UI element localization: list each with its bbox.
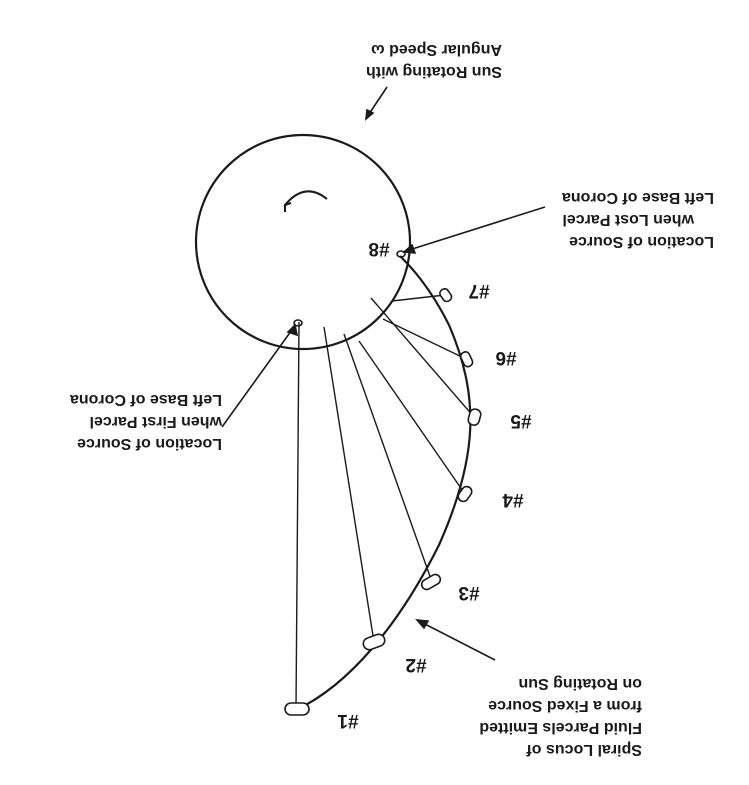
callout-lost-arrowhead [404, 245, 415, 253]
caption-source-lost: Location of Source when Lost Parcel Left… [562, 189, 714, 250]
diagram-rotated-group: #1 #2 #3 #4 #5 #6 #7 #8 Sun Rotating [70, 41, 714, 758]
parcel-1 [285, 703, 309, 715]
radial-lines [296, 295, 474, 708]
caption-source-lost-line-1: Location of Source [569, 233, 714, 250]
radial-line-5 [371, 298, 474, 417]
caption-spiral-locus-line-1: Spiral Locus of [526, 741, 642, 758]
radial-line-7 [392, 295, 445, 301]
parcel-4 [456, 485, 473, 504]
caption-spiral-locus: Spiral Locus of Fluid Parcels Emitted fr… [479, 675, 642, 758]
parcel-label-1: #1 [337, 710, 359, 731]
parcel-label-8: #8 [368, 238, 389, 259]
parcel-label-6: #6 [495, 347, 516, 368]
caption-source-first-line-3: Left Base of Corona [70, 391, 222, 408]
parcel-7 [438, 287, 453, 303]
parcel-label-5: #5 [510, 410, 532, 431]
radial-line-2 [324, 327, 374, 642]
parcel-2 [362, 633, 387, 652]
parcel-6 [459, 351, 473, 368]
callout-first-line [222, 327, 294, 427]
caption-sun-rotating-line-1: Sun Rotating with [366, 63, 502, 80]
parcel-label-3: #3 [458, 582, 479, 603]
radial-line-1 [296, 322, 299, 708]
caption-source-first: Location of Source when First Parcel Lef… [70, 391, 223, 452]
caption-sun-rotating-line-2: Angular Speed ω [371, 41, 502, 58]
caption-source-first-line-2: when First Parcel [90, 413, 224, 430]
radial-line-4 [359, 341, 465, 494]
caption-source-lost-line-2: when Lost Parcel [562, 211, 695, 228]
rotation-arrow-icon [285, 191, 327, 205]
parcels [285, 287, 482, 715]
callout-sun-arrowhead [366, 110, 373, 119]
caption-source-lost-line-3: Left Base of Corona [562, 189, 714, 206]
callout-spiral-arrowhead [417, 620, 428, 628]
parcel-label-2: #2 [405, 654, 426, 675]
parcel-labels: #1 #2 #3 #4 #5 #6 #7 #8 [337, 238, 532, 731]
caption-sun-rotating: Sun Rotating with Angular Speed ω [366, 41, 502, 80]
caption-spiral-locus-line-4: on Rotating Sun [518, 675, 642, 692]
callout-lost-line [406, 207, 545, 251]
caption-spiral-locus-line-3: from a Fixed Source [488, 697, 642, 714]
parcel-label-4: #4 [502, 489, 524, 510]
caption-spiral-locus-line-2: Fluid Parcels Emitted [479, 719, 642, 736]
rotation-arrowhead-icon [285, 203, 291, 212]
caption-source-first-line-1: Location of Source [77, 435, 222, 452]
parcel-label-7: #7 [468, 280, 489, 301]
radial-line-3 [344, 334, 432, 582]
callout-spiral-line [419, 621, 495, 660]
